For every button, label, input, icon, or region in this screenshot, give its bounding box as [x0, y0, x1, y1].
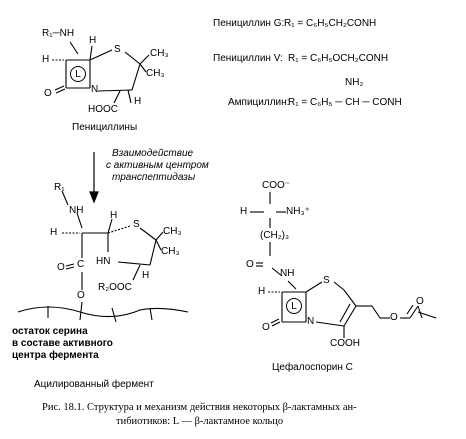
- acyl-ch3-a: CH₃: [163, 226, 182, 237]
- arrow-label-line3: транспептидазы: [112, 172, 196, 183]
- figure-caption-line1: Рис. 18.1. Структура и механизм действия…: [42, 402, 357, 413]
- acyl-c: C: [77, 259, 85, 270]
- ceph-o-bottom: O: [262, 322, 270, 333]
- acyl-r2ooc: R₂OOC: [98, 282, 132, 293]
- ceph-h: H: [240, 206, 248, 217]
- acyl-hn: HN: [96, 256, 111, 267]
- legend-amp-formula: R₁ = C₆H₅ ─ CH ─ CONH: [288, 97, 402, 108]
- acyl-o-ester: O: [77, 290, 85, 301]
- ceph-o-acetyl: O: [416, 296, 424, 307]
- arrow-label-line1: Взаимодействие: [112, 148, 194, 159]
- penicillin-skeleton: [52, 41, 150, 104]
- acyl-nh: NH: [69, 205, 84, 216]
- ceph-caption: Цефалоспорин С: [272, 362, 353, 373]
- ceph-nh: NH: [280, 268, 295, 279]
- legend-amp-name: Ампициллин:: [228, 97, 290, 108]
- reaction-arrow: [89, 152, 99, 204]
- serine-label-line1: остаток серина: [12, 326, 88, 337]
- serine-label-line2: в составе активного: [12, 338, 113, 349]
- penicillin-o: O: [44, 88, 52, 99]
- ceph-n: N: [307, 316, 315, 327]
- serine-label-line3: центра фермента: [12, 350, 99, 361]
- legend-v-formula: R₁ = C₆H₅OCH₂CONH: [288, 53, 389, 64]
- penicillin-ch3-a: CH₃: [150, 48, 169, 59]
- acyl-h-right: H: [110, 210, 118, 221]
- ceph-cooh: COOH: [330, 338, 360, 349]
- acyl-caption: Ацилированный фермент: [34, 379, 154, 390]
- legend-amp-nh2: NH₂: [345, 77, 364, 88]
- acyl-o-carbonyl: O: [57, 262, 65, 273]
- ceph-beta-lactam-ring-label: L: [286, 298, 302, 314]
- ceph-coo: COO⁻: [262, 180, 291, 191]
- penicillin-h-right: H: [89, 35, 97, 46]
- acyl-s: S: [133, 219, 140, 230]
- ceph-o-ester: O: [390, 312, 398, 323]
- legend-v-name: Пенициллин V:: [213, 53, 283, 64]
- ceph-h-ring: H: [258, 286, 266, 297]
- ceph-s: S: [323, 275, 330, 286]
- acyl-h-bottom: H: [142, 270, 150, 281]
- acyl-r1: R₁: [54, 182, 65, 193]
- cephalosporin-skeleton: [250, 192, 437, 338]
- acyl-skeleton: [17, 190, 189, 323]
- penicillin-h-bottom: H: [134, 96, 142, 107]
- arrow-label-line2: с активным центром: [106, 160, 209, 171]
- ceph-nh3: NH₃⁺: [286, 206, 310, 217]
- legend-g-formula: R₁ = C₆H₅CH₂CONH: [284, 18, 377, 29]
- penicillin-r1nh: R₁─NH: [42, 28, 75, 39]
- figure-caption-line2: тибиотиков: L — β-лактамное кольцо: [116, 416, 284, 427]
- penicillin-s: S: [114, 44, 121, 55]
- penicillin-n: N: [91, 84, 99, 95]
- penicillin-hooc: HOOC: [88, 104, 118, 115]
- penicillin-ch3-b: CH₃: [146, 68, 165, 79]
- ceph-o: O: [246, 259, 254, 270]
- ceph-ch2-3: (CH₂)₃: [260, 230, 290, 241]
- penicillin-beta-lactam-ring-label: L: [70, 66, 86, 82]
- acyl-ch3-b: CH₃: [161, 246, 180, 257]
- penicillin-caption: Пенициллины: [72, 122, 138, 133]
- acyl-h-left: H: [50, 227, 58, 238]
- penicillin-h-left: H: [42, 54, 50, 65]
- legend-g-name: Пенициллин G:: [213, 18, 285, 29]
